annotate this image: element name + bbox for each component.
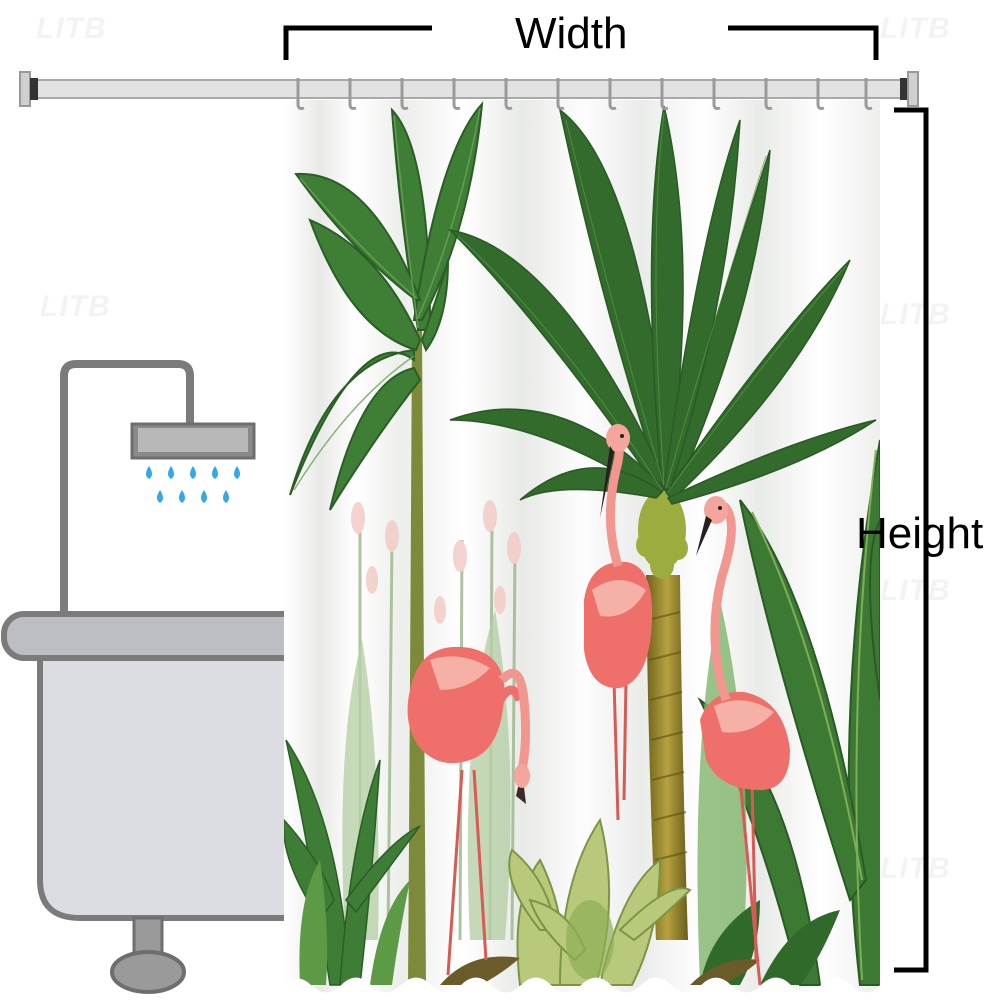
curtain-hook [348,78,357,110]
water-drop-icon [168,466,174,479]
shower-head-face [138,428,248,452]
lower-left-foliage [284,739,421,986]
flamingo-icon [407,646,531,976]
curtain-hook [296,78,305,110]
curtain-rod [19,71,919,107]
rod-right-end [900,78,908,100]
banana-tree-icon [289,101,484,985]
rod-left-cap [19,71,31,107]
curtain-hook [764,78,773,110]
width-bracket-left [283,25,432,60]
bottom-bush [440,817,840,986]
curtain-hook [660,78,669,110]
height-label: Height [856,509,984,558]
shower-pipe [60,360,194,612]
flamingo-icon [584,424,653,821]
height-dimension [894,107,929,973]
height-bracket [894,107,929,973]
right-foliage [697,439,880,986]
water-drop-icon [179,490,185,503]
curtain-hook [712,78,721,110]
curtain-hook [864,78,873,110]
water-drops [146,466,240,503]
palm-fruit-cluster [636,490,688,579]
rod-right-cap [907,71,919,107]
curtain-hook [504,78,513,110]
water-drop-icon [146,466,152,479]
water-drop-icon [201,490,207,503]
shower-fixture [60,360,256,612]
bathtub-rim [1,611,307,661]
width-bracket-right [728,25,879,60]
width-label: Width [515,9,628,58]
width-dimension [283,25,879,60]
water-drop-icon [157,490,163,503]
rod-bar [27,79,909,99]
water-drop-icon [223,490,229,503]
water-drop-icon [190,466,196,479]
flamingo-icon [696,496,790,986]
curtain-hook [400,78,409,110]
bathtub-body [37,655,303,921]
curtain-hook [816,78,825,110]
water-drop-icon [212,466,218,479]
bathtub-foot [110,950,186,994]
curtain-hooks [296,78,873,110]
rod-left-end [30,78,38,100]
water-drop-icon [234,466,240,479]
curtain-hook [452,78,461,110]
curtain-hook [556,78,565,110]
bathtub-icon [1,611,307,994]
curtain-hook [608,78,617,110]
shower-curtain [284,100,880,993]
